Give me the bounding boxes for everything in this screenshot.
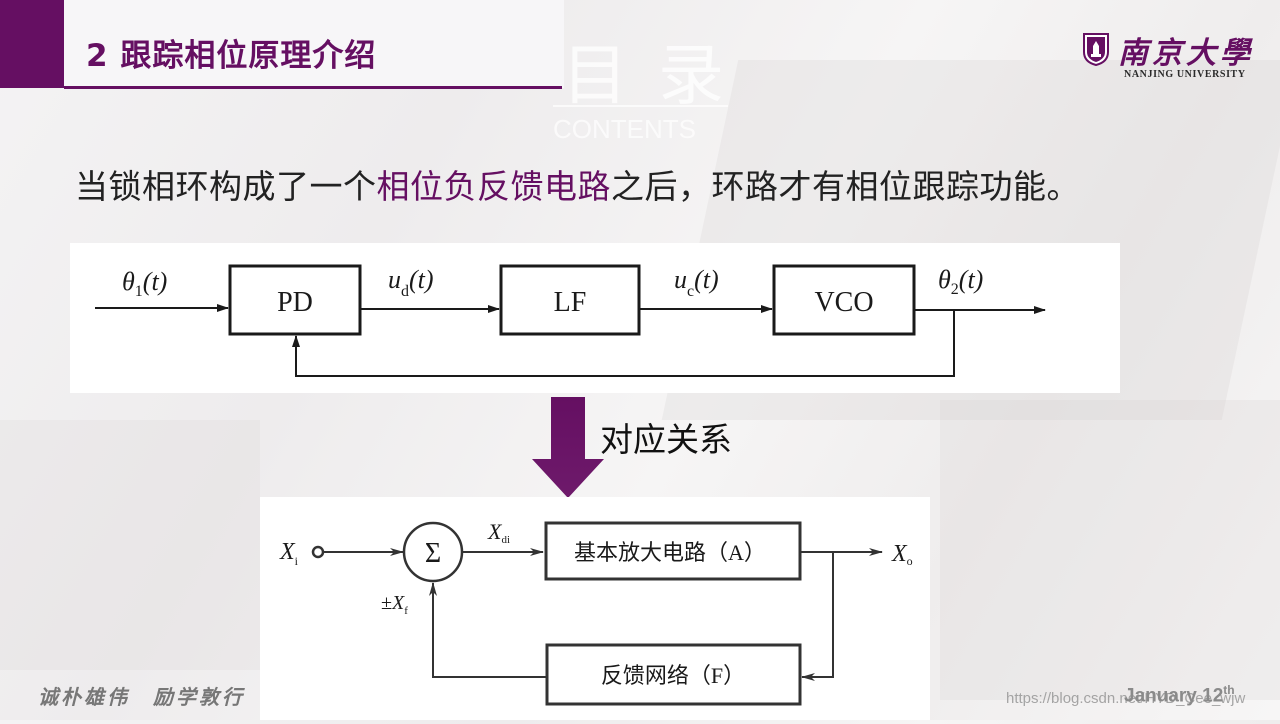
- feedback-network-label: 反馈网络（F）: [601, 663, 745, 688]
- background-building-shape: [0, 420, 260, 670]
- feedback-diagram-svg: Xi Σ Xdi 基本放大电路（A） Xo 反馈网络（F） ±Xf: [279, 519, 913, 706]
- amplifier-label: 基本放大电路（A）: [574, 540, 766, 565]
- input-terminal: [311, 545, 325, 559]
- background-building-shape: [940, 400, 1280, 700]
- xo-label: Xo: [891, 541, 913, 568]
- pd-label: PD: [277, 287, 313, 318]
- sum-symbol: Σ: [425, 538, 441, 569]
- pll-diagram-svg: θ1(t) PD ud(t) LF uc(t) VCO θ2(t): [95, 264, 1046, 377]
- input-label: θ1(t): [122, 267, 167, 300]
- university-crest-icon: [1083, 33, 1109, 66]
- feedback-amplifier-diagram: Xi Σ Xdi 基本放大电路（A） Xo 反馈网络（F） ±Xf: [260, 497, 930, 720]
- header-background: [64, 0, 564, 88]
- pd-block: [228, 264, 362, 336]
- output-to-feedback-line: [801, 552, 834, 681]
- date-suffix: th: [1223, 683, 1235, 697]
- vco-label: VCO: [814, 287, 873, 318]
- date-main: January 12: [1124, 685, 1224, 707]
- slide-date: January 12th: [1124, 683, 1235, 707]
- university-name-en: NANJING UNIVERSITY: [1124, 69, 1246, 80]
- xf-label: ±Xf: [381, 592, 408, 617]
- feedback-network-block: [545, 643, 802, 706]
- pll-feedback-line: [292, 310, 955, 377]
- header-underline: [64, 86, 562, 89]
- xi-label: Xi: [279, 539, 299, 568]
- watermark-contents-en: CONTENTS: [553, 114, 696, 144]
- feedback-return-line: [429, 582, 547, 678]
- university-motto: 诚朴雄伟 励学敦行: [38, 685, 245, 709]
- source-watermark-url: https://blog.csdn.net/HYD_Cee_wjw: [1006, 690, 1246, 707]
- page-title: 2 跟踪相位原理介绍: [86, 38, 377, 74]
- sentence-part: 之后，环路才有相位跟踪功能。: [611, 167, 1080, 206]
- university-name-cn: 南京大學: [1118, 36, 1254, 71]
- header-accent-bar: [0, 0, 64, 88]
- lf-label: LF: [554, 287, 587, 318]
- uc-label: uc(t): [674, 265, 719, 300]
- xdi-label: Xdi: [487, 519, 510, 546]
- intro-sentence: 当锁相环构成了一个相位负反馈电路之后，环路才有相位跟踪功能。: [75, 160, 1080, 208]
- university-logo: 南京大學 NANJING UNIVERSITY: [1082, 32, 1250, 82]
- vco-block: [772, 264, 916, 336]
- ud-label: ud(t): [388, 265, 434, 300]
- watermark-contents-cn: 目录: [562, 37, 754, 114]
- pll-block-diagram: θ1(t) PD ud(t) LF uc(t) VCO θ2(t): [70, 243, 1120, 393]
- lf-block: [499, 264, 641, 336]
- sentence-part: 当锁相环构成了一个: [75, 167, 377, 206]
- amplifier-block: [544, 521, 802, 581]
- sentence-highlight: 相位负反馈电路: [376, 167, 611, 206]
- relation-label: 对应关系: [600, 420, 732, 459]
- arrow-down-icon: [532, 397, 604, 498]
- watermark-divider: [553, 105, 728, 107]
- output-label: θ2(t): [938, 265, 983, 298]
